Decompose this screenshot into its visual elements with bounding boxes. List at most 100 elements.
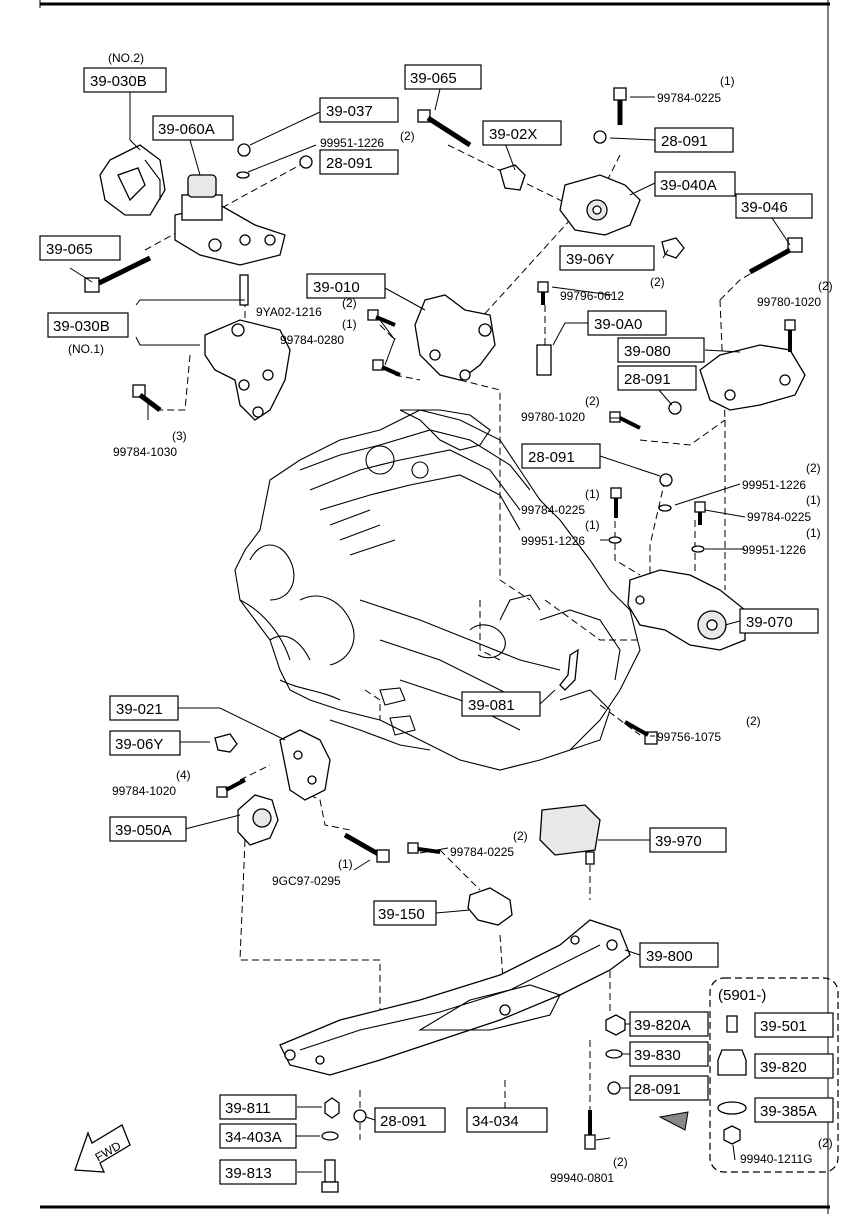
bracket-39-080 xyxy=(699,344,806,411)
bolt-99796-0612 xyxy=(537,281,549,305)
label-39-050A: 39-050A xyxy=(115,822,172,839)
label-39-813: 39-813 xyxy=(225,1165,272,1182)
label-39-811: 39-811 xyxy=(225,1100,271,1117)
bolt-99784-0225-d xyxy=(407,842,441,854)
label-99780-1020-b: 99780-1020 xyxy=(521,410,585,424)
label-99940-1211G: 99940-1211G xyxy=(740,1152,813,1166)
label-99780-1020-a: 99780-1020 xyxy=(757,295,821,309)
nut-28-091-f xyxy=(353,1109,367,1123)
fwd-arrow-icon: FWD xyxy=(74,1124,131,1173)
label-39-385A: 39-385A xyxy=(760,1103,817,1120)
label-39-030B-bottom: 39-030B xyxy=(53,318,110,335)
bolt-39-046 xyxy=(748,237,803,275)
label-qty-r: (2) xyxy=(818,1136,833,1150)
nut-39-811 xyxy=(324,1097,340,1119)
label-qty-c: (2) xyxy=(818,279,833,293)
nut-28-091-a xyxy=(299,155,313,169)
label-39-081: 39-081 xyxy=(468,697,515,714)
label-99784-0225-a: 99784-0225 xyxy=(657,91,721,105)
label-34-034: 34-034 xyxy=(472,1113,519,1130)
label-28-091-e: 28-091 xyxy=(634,1081,681,1098)
bracket-39-030B-no2 xyxy=(99,144,166,216)
label-qty-j: (1) xyxy=(585,487,600,501)
label-qty-n: (2) xyxy=(746,714,761,728)
pin-39-501 xyxy=(726,1015,738,1033)
label-39-037: 39-037 xyxy=(326,103,373,120)
label-qty-b: (1) xyxy=(720,74,735,88)
label-39-060A: 39-060A xyxy=(158,121,215,138)
bracket-39-150 xyxy=(467,887,513,926)
label-28-091-b: 28-091 xyxy=(661,133,708,150)
engine-block-illustration xyxy=(234,409,641,771)
label-qty-q: (1) xyxy=(338,857,353,871)
bracket-39-010 xyxy=(414,294,496,381)
label-qty-d: (2) xyxy=(342,296,357,310)
bracket-39-021 xyxy=(279,729,331,801)
label-39-0A0: 39-0A0 xyxy=(594,316,642,333)
label-99951-1226-c: 99951-1226 xyxy=(521,534,585,548)
damper-39-970 xyxy=(539,804,601,865)
label-no2: (NO.2) xyxy=(108,51,144,65)
label-34-403A: 34-403A xyxy=(225,1129,282,1146)
bolt-39-065-left xyxy=(84,255,152,293)
label-9YA02-1216: 9YA02-1216 xyxy=(256,305,322,319)
label-28-091-a: 28-091 xyxy=(326,155,373,172)
label-39-800: 39-800 xyxy=(646,948,693,965)
label-39-010: 39-010 xyxy=(313,279,360,296)
label-39-06Y-b: 39-06Y xyxy=(115,736,163,753)
label-39-830: 39-830 xyxy=(634,1047,681,1064)
clip-39-06Y-b xyxy=(214,733,238,753)
engine-mount-39-060A xyxy=(174,174,286,266)
label-39-021: 39-021 xyxy=(116,701,163,718)
label-99951-1226-a: 99951-1226 xyxy=(320,136,384,150)
sensor-39-0A0 xyxy=(536,344,552,376)
bolt-99780-1020-b xyxy=(609,411,641,430)
label-99951-1226-b: 99951-1226 xyxy=(742,478,806,492)
label-39-070: 39-070 xyxy=(746,614,793,631)
washer-99951-1226-d xyxy=(691,545,705,553)
nut-28-091-e xyxy=(607,1081,621,1095)
label-99784-0225-d: 99784-0225 xyxy=(450,845,514,859)
bracket-39-02X xyxy=(499,164,526,191)
bolt-99784-0225-b xyxy=(610,487,622,518)
nut-39-037 xyxy=(237,143,251,157)
mount-39-050A xyxy=(237,794,279,846)
label-39-820A: 39-820A xyxy=(634,1017,691,1034)
label-28-091-d: 28-091 xyxy=(528,449,575,466)
bolt-99784-0225-c xyxy=(694,501,706,525)
clip-39-06Y-a xyxy=(661,237,685,259)
group-5901-frame xyxy=(709,977,839,1173)
label-qty-i: (2) xyxy=(806,461,821,475)
rod-39-081 xyxy=(559,648,579,691)
washer-99951-1226-c xyxy=(608,536,622,544)
bolt-99784-1020 xyxy=(216,778,246,798)
part-labels: (NO.2) 39-030B 39-060A 39-037 99951-1226… xyxy=(39,51,834,1185)
label-99951-1226-d: 99951-1226 xyxy=(742,543,806,557)
bolt-99940-1211G xyxy=(723,1125,741,1145)
label-28-091-f: 28-091 xyxy=(380,1113,427,1130)
label-99784-0225-b: 99784-0225 xyxy=(521,503,585,517)
label-qty-e: (1) xyxy=(342,317,357,331)
bracket-39-030B-no1 xyxy=(204,319,291,421)
hatched-arrow-icon xyxy=(658,1111,689,1131)
nut-39-820A xyxy=(605,1014,626,1036)
washer-39-385A xyxy=(717,1101,747,1115)
label-qty-f: (2) xyxy=(650,275,665,289)
label-qty-o: (4) xyxy=(176,768,191,782)
bolt-9YA02-1216-b xyxy=(367,309,396,327)
bolt-99784-1030 xyxy=(132,384,162,412)
label-qty-g: (3) xyxy=(172,429,187,443)
nut-28-091-b xyxy=(593,130,607,144)
label-99784-0280: 99784-0280 xyxy=(280,333,344,347)
label-99940-0801: 99940-0801 xyxy=(550,1171,614,1185)
label-qty-m: (1) xyxy=(806,526,821,540)
bolt-39-813 xyxy=(321,1159,339,1193)
label-39-150: 39-150 xyxy=(378,906,425,923)
washer-39-830 xyxy=(605,1049,623,1059)
bolt-9GC97-0295 xyxy=(343,832,390,863)
group-5901-label: (5901-) xyxy=(718,987,766,1004)
label-no1: (NO.1) xyxy=(68,342,104,356)
label-39-040A: 39-040A xyxy=(660,177,717,194)
bolt-99784-0225-top xyxy=(613,87,627,125)
